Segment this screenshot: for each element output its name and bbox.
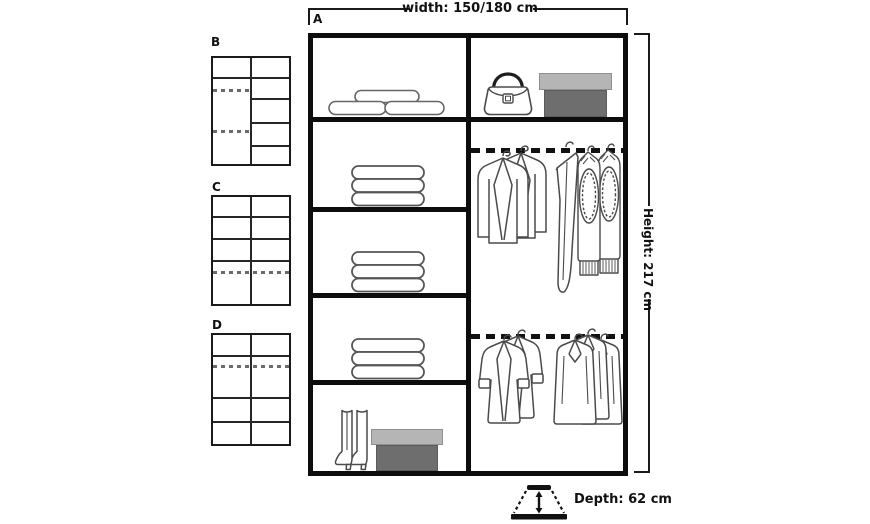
variant-c-rail [213,271,289,274]
layout-variant-b [211,56,291,166]
boots-icon [334,409,368,471]
width-bracket-line-left [308,8,410,10]
jackets-on-hangers-icon [477,145,547,244]
variant-a-label: A [313,12,323,26]
depth-icon [511,485,567,520]
height-dimension-label: Height: 217 cm [641,208,655,311]
folded-stack-icon [351,165,425,207]
variant-d-divider [250,335,252,444]
handbag-icon [483,72,533,116]
flat-folded-items-icon [328,89,445,116]
shelf-line [313,293,466,298]
variant-d-rail [213,365,289,368]
width-dimension-label: width: 150/180 cm [402,1,538,16]
shelf-line [471,117,623,122]
layout-variant-c [211,195,291,306]
variant-b-rail [213,130,250,133]
storage-box-body [544,90,607,117]
variant-d-shelf [213,421,289,423]
variant-b-shelf [252,145,289,147]
folded-stack-icon [351,251,425,293]
variant-c-shelf [213,238,289,240]
width-bracket-tick-right [626,8,628,25]
variant-d-shelf [213,355,289,357]
variant-c-label: C [212,180,221,194]
coats-group-icon [553,328,623,425]
variant-b-shelf [252,122,289,124]
variant-d-shelf [213,397,289,399]
variant-d-label: D [212,318,222,332]
height-bracket-line-top [648,33,650,206]
variant-b-rail [213,89,250,92]
storage-box-lid [539,73,612,90]
variant-b-shelf [252,98,289,100]
depth-dimension-label: Depth: 62 cm [574,492,672,507]
variant-c-divider [250,197,252,304]
trousers-on-hanger-icon [555,141,579,293]
shelf-line [313,380,466,385]
shelf-line [313,207,466,212]
folded-stack-icon [351,338,425,380]
layout-variant-d [211,333,291,446]
shoe-box-body [376,445,438,471]
coats-with-cuffs-icon [478,329,544,424]
height-bracket-line-bottom [648,299,650,473]
height-bracket-tick-top [634,33,650,35]
variant-b-divider [250,58,252,164]
variant-b-label: B [211,35,221,49]
height-bracket-tick-bottom [634,471,650,473]
hanging-rail [471,334,623,339]
center-divider [466,38,471,471]
hanging-rail [471,148,623,153]
shelf-line [313,117,466,122]
sweaters-on-hangers-icon [577,143,621,276]
width-bracket-line-right [533,8,628,10]
width-bracket-tick-left [308,8,310,25]
variant-c-shelf [213,216,289,218]
variant-c-shelf [213,260,289,262]
variant-b-shelf [213,77,289,79]
shoe-box-lid [371,429,443,445]
